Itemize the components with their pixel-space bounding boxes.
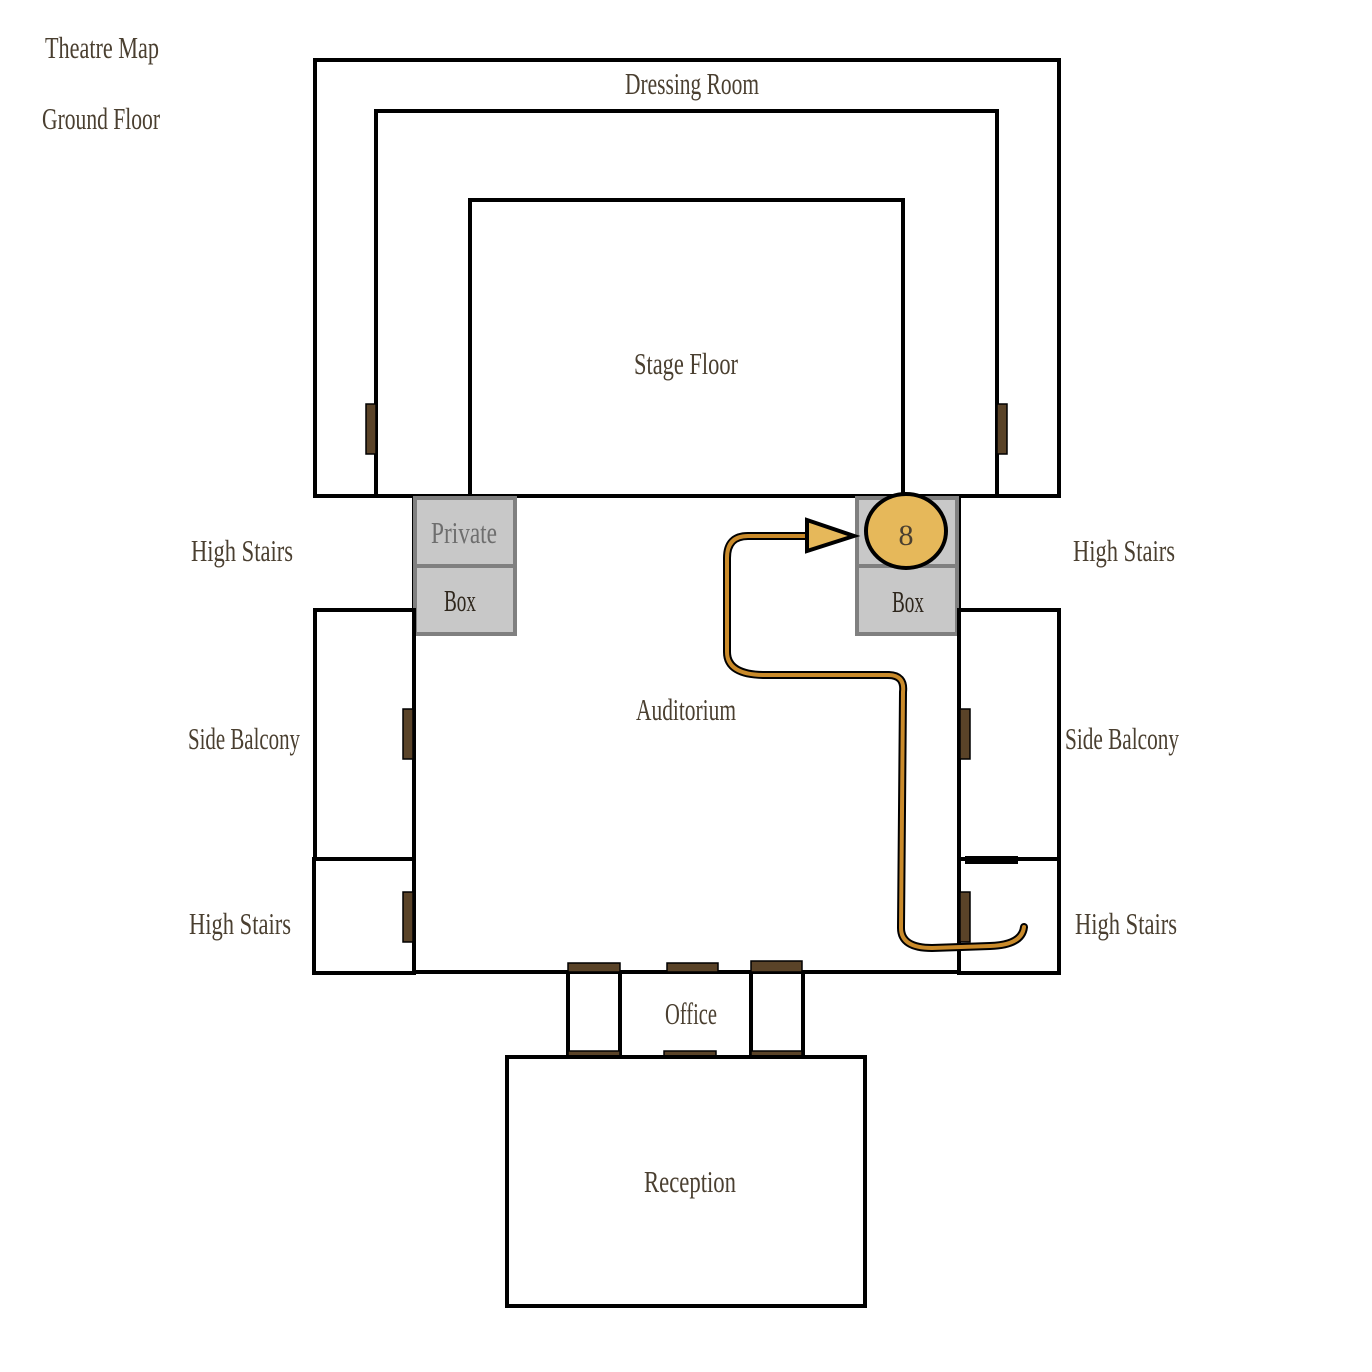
label-box-left: Box (444, 583, 476, 618)
player-marker[interactable] (864, 492, 948, 570)
label-high-stairs-top-left: High Stairs (191, 533, 293, 568)
door[interactable] (959, 891, 971, 943)
map-title: Theatre Map (45, 30, 159, 65)
room-side-balcony-right[interactable] (957, 608, 1061, 861)
label-high-stairs-bottom-left: High Stairs (189, 906, 291, 941)
door[interactable] (365, 403, 377, 455)
label-box-right: Box (892, 584, 924, 619)
label-side-balcony-left: Side Balcony (188, 721, 300, 756)
door[interactable] (402, 891, 414, 943)
room-side-balcony-left[interactable] (313, 608, 416, 861)
label-office: Office (665, 996, 717, 1031)
label-reception: Reception (644, 1164, 736, 1199)
room-high-stairs-bottom-left[interactable] (312, 857, 416, 975)
label-stage-floor: Stage Floor (634, 346, 738, 381)
marker-label: 8 (899, 519, 914, 552)
label-auditorium: Auditorium (636, 692, 736, 727)
room-high-stairs-bottom-right[interactable] (957, 857, 1061, 975)
label-private: Private (431, 515, 497, 550)
route-arrow-icon (805, 517, 861, 554)
room-reception[interactable] (505, 1055, 867, 1308)
door[interactable] (996, 403, 1008, 455)
floor-label: Ground Floor (42, 101, 160, 136)
route-path (725, 534, 1026, 951)
closet-left[interactable] (566, 970, 622, 1059)
label-high-stairs-bottom-right: High Stairs (1075, 906, 1177, 941)
private-box-left-bottom[interactable] (413, 564, 517, 636)
door[interactable] (750, 960, 803, 973)
door[interactable] (959, 708, 971, 760)
private-box-right-bottom[interactable] (855, 564, 959, 636)
door-closed[interactable] (965, 856, 1018, 864)
door[interactable] (402, 708, 414, 760)
label-side-balcony-right: Side Balcony (1065, 721, 1179, 756)
closet-right[interactable] (749, 970, 805, 1059)
room-stage-floor[interactable] (468, 198, 905, 498)
door[interactable] (666, 962, 719, 973)
door[interactable] (567, 962, 621, 973)
label-dressing-room: Dressing Room (625, 66, 759, 101)
label-high-stairs-top-right: High Stairs (1073, 533, 1175, 568)
